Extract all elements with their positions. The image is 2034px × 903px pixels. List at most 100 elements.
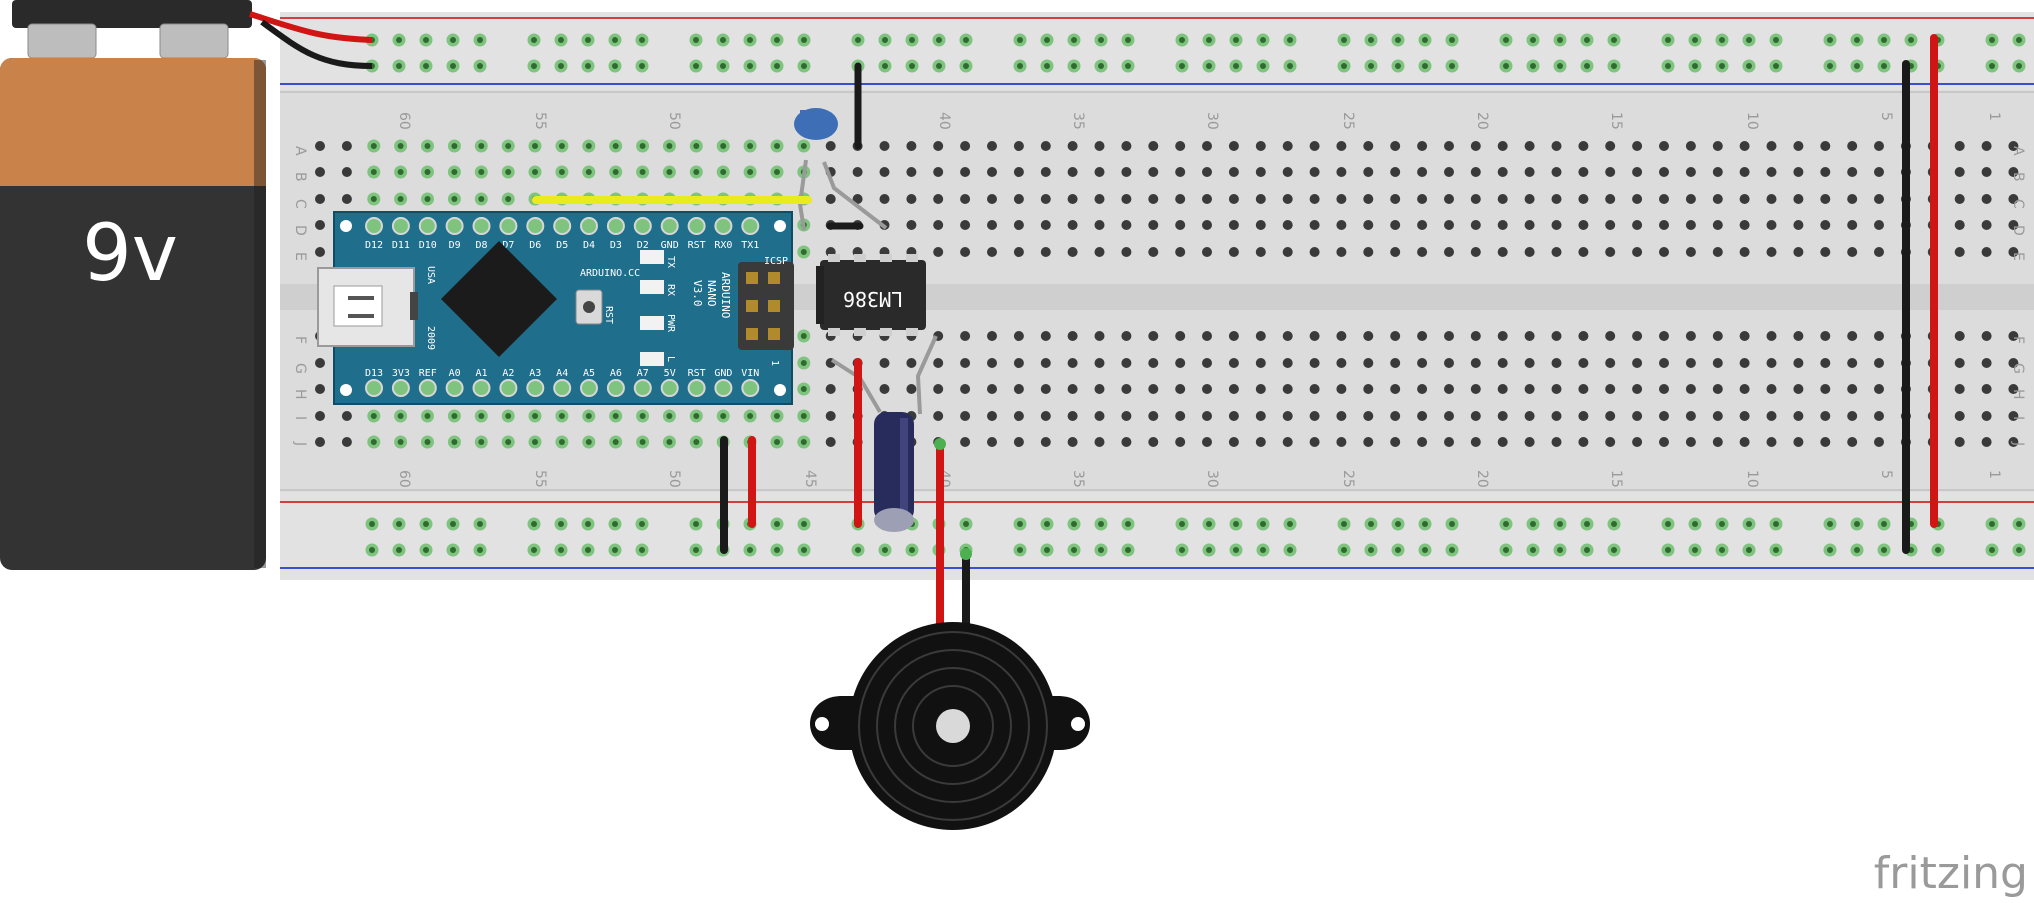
breadboard-hole	[1255, 167, 1266, 177]
breadboard-hole	[1228, 220, 1239, 230]
nano-pin-label: 3V3	[392, 368, 410, 379]
breadboard-hole	[1551, 384, 1562, 394]
breadboard-hole	[341, 167, 352, 177]
breadboard-hole-center	[423, 521, 429, 527]
breadboard-hole	[1659, 411, 1669, 421]
breadboard-hole-center	[747, 169, 754, 175]
nano-pin-pad	[526, 379, 545, 397]
breadboard-hole-center	[800, 413, 807, 419]
breadboard-hole-center	[1395, 37, 1401, 43]
breadboard-hole	[1067, 437, 1078, 447]
breadboard-hole	[825, 194, 836, 204]
breadboard-hole	[1497, 141, 1508, 151]
breadboard-hole-center	[1854, 63, 1860, 69]
breadboard-hole-center	[1881, 37, 1887, 43]
nano-pin-label: D13	[365, 368, 383, 379]
nano-pin-label: D6	[529, 240, 541, 251]
breadboard-hole	[1793, 437, 1804, 447]
column-number: 1	[1986, 112, 2002, 121]
breadboard-hole	[1981, 247, 1992, 257]
breadboard-hole	[1094, 358, 1105, 368]
breadboard-hole-center	[1341, 63, 1347, 69]
breadboard-hole	[1497, 247, 1508, 257]
breadboard-hole	[1309, 411, 1320, 421]
breadboard-hole	[1685, 247, 1696, 257]
column-number: 50	[666, 112, 682, 130]
breadboard-hole-center	[1395, 63, 1401, 69]
breadboard-hole	[1793, 167, 1804, 177]
nano-pin-label: D3	[610, 240, 622, 251]
breadboard-hole	[1524, 437, 1535, 447]
breadboard-hole-center	[612, 521, 618, 527]
breadboard-hole	[1497, 167, 1508, 177]
breadboard-hole-center	[558, 169, 565, 175]
breadboard-hole	[2008, 437, 2019, 447]
breadboard-hole	[2008, 247, 2019, 257]
breadboard-hole-center	[639, 143, 646, 149]
breadboard-hole	[1874, 220, 1884, 230]
breadboard-hole	[315, 247, 325, 257]
breadboard-hole	[1793, 358, 1804, 368]
breadboard-hole-center	[1233, 63, 1239, 69]
breadboard-hole	[1820, 141, 1831, 151]
breadboard-hole-center	[1368, 521, 1374, 527]
breadboard-hole-center	[585, 169, 592, 175]
breadboard-hole-center	[558, 143, 565, 149]
breadboard-hole	[1067, 220, 1078, 230]
breadboard-hole	[933, 247, 944, 257]
row-letter: F	[292, 336, 308, 344]
breadboard-hole	[1470, 411, 1481, 421]
breadboard-hole-center	[1098, 63, 1104, 69]
breadboard-hole	[1202, 167, 1212, 177]
breadboard-hole-center	[747, 547, 753, 553]
breadboard-hole-center	[1368, 547, 1374, 553]
breadboard-hole-center	[396, 37, 402, 43]
breadboard-hole	[1578, 358, 1589, 368]
breadboard-hole	[1336, 220, 1347, 230]
nano-pin-label: D12	[365, 240, 383, 251]
breadboard-hole-center	[1989, 37, 1995, 43]
breadboard-hole	[1067, 384, 1078, 394]
breadboard-hole-center	[800, 360, 807, 366]
breadboard-hole	[1363, 194, 1374, 204]
breadboard-hole-center	[1179, 521, 1185, 527]
breadboard-hole	[1067, 358, 1078, 368]
breadboard-hole-center	[369, 521, 375, 527]
breadboard-hole-center	[1098, 547, 1104, 553]
column-number: 10	[1744, 470, 1760, 488]
breadboard-hole	[1013, 220, 1024, 230]
breadboard-hole-center	[1584, 547, 1590, 553]
breadboard-hole	[1444, 167, 1454, 177]
breadboard-hole	[960, 358, 971, 368]
nano-pin-pad	[499, 217, 518, 235]
breadboard-hole-center	[1557, 63, 1563, 69]
breadboard-hole	[1820, 331, 1831, 341]
nano-version-label: V3.0	[691, 280, 704, 307]
breadboard-hole-center	[1368, 37, 1374, 43]
breadboard-hole-center	[1341, 521, 1347, 527]
breadboard-hole-center	[1611, 521, 1617, 527]
breadboard-hole	[1954, 331, 1965, 341]
breadboard-hole	[1013, 358, 1024, 368]
breadboard-hole	[1228, 384, 1239, 394]
breadboard-hole-center	[1557, 547, 1563, 553]
breadboard-hole-center	[1287, 521, 1293, 527]
breadboard-hole	[960, 141, 971, 151]
nano-led-tx-label: TX	[665, 256, 676, 268]
breadboard-hole	[1094, 220, 1105, 230]
breadboard-hole	[1954, 358, 1965, 368]
breadboard-hole	[1497, 220, 1508, 230]
breadboard-hole	[1417, 358, 1428, 368]
breadboard-hole-center	[1773, 521, 1779, 527]
column-number: 15	[1608, 470, 1624, 488]
breadboard-hole	[1444, 141, 1454, 151]
breadboard-hole-center	[1233, 547, 1239, 553]
breadboard-hole	[1712, 247, 1723, 257]
breadboard-hole	[1282, 220, 1293, 230]
nano-pin-label: A3	[529, 368, 541, 379]
breadboard-hole	[1793, 247, 1804, 257]
breadboard-hole	[1255, 247, 1266, 257]
row-letter: F	[2010, 336, 2026, 344]
battery-red-lead	[249, 11, 373, 43]
breadboard: 605550454035302520151051 605550454035302…	[280, 12, 2034, 580]
